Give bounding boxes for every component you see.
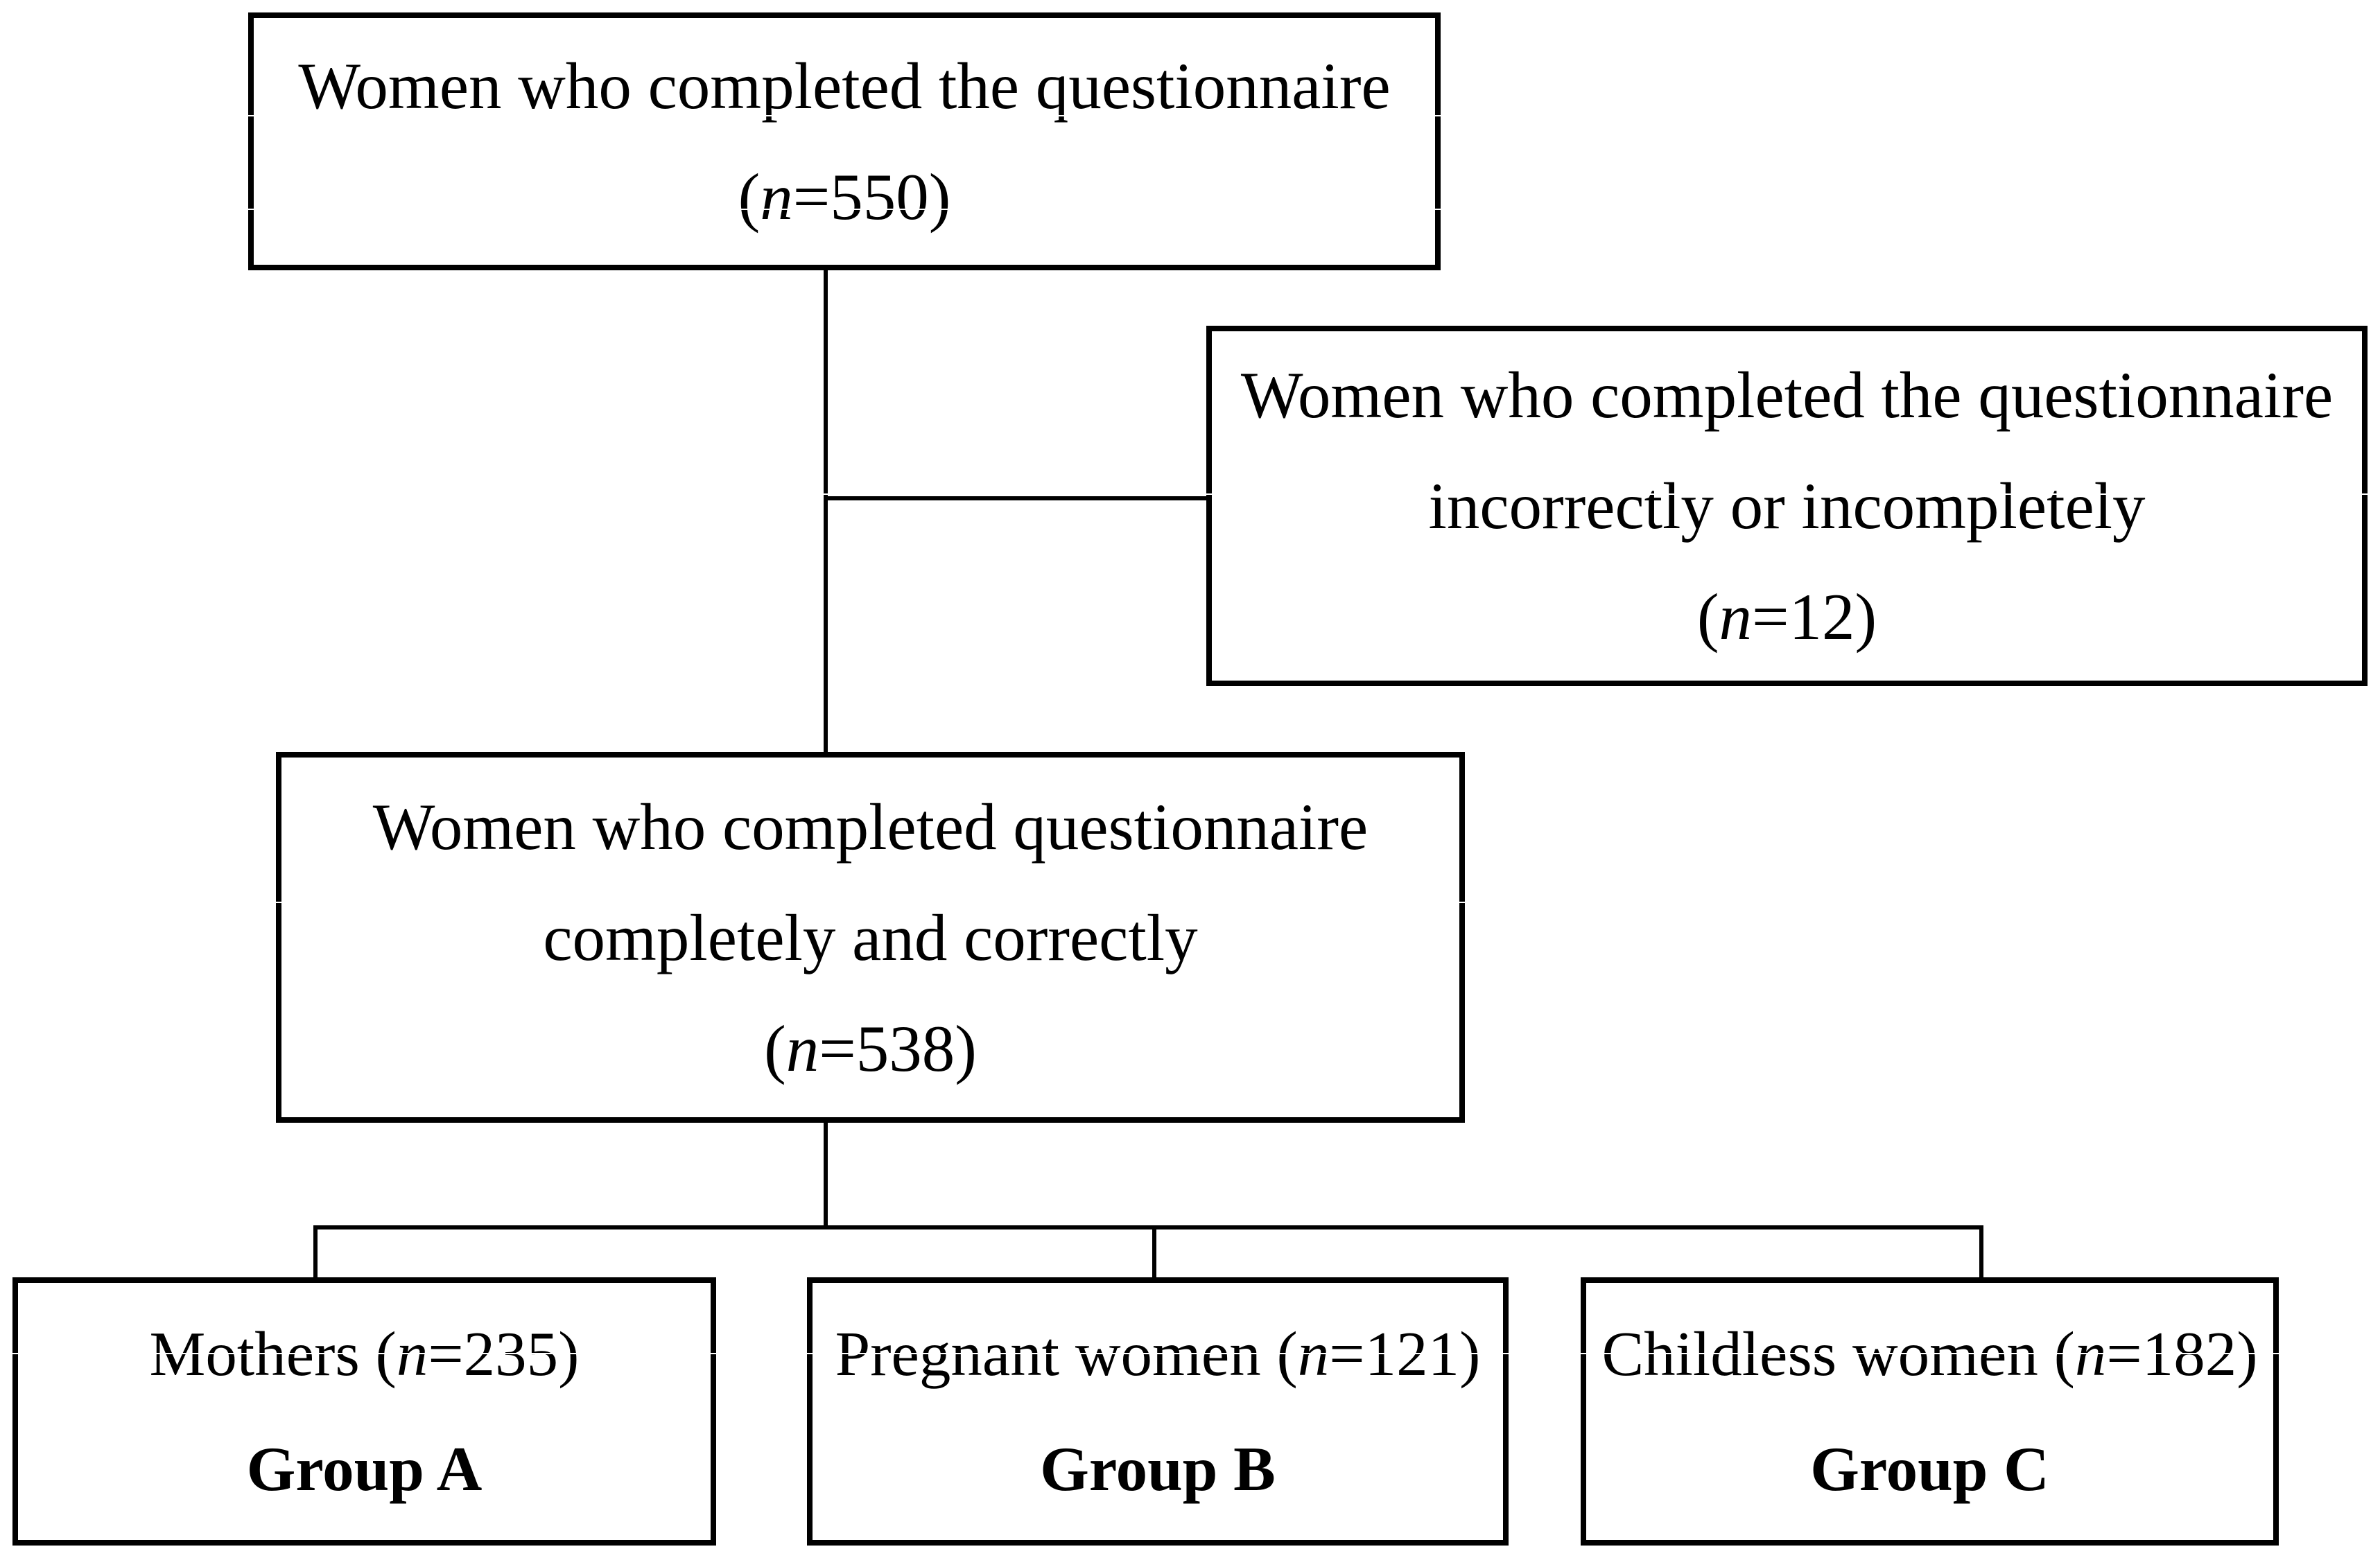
edge-drop-group-b	[1152, 1225, 1156, 1279]
node-valid-label-2: completely and correctly	[543, 900, 1198, 974]
node-group-b: Pregnant women (n=121) Group B	[807, 1277, 1509, 1546]
node-total-count: (n=550)	[738, 160, 951, 234]
node-excluded-label-2: incorrectly or incompletely	[1428, 469, 2146, 543]
scan-artifact-line	[0, 1353, 2380, 1354]
edge-drop-group-a	[313, 1225, 318, 1279]
node-group-a-name: Group A	[246, 1433, 483, 1504]
node-valid-count: (n=538)	[764, 1011, 977, 1085]
edge-drop-group-c	[1979, 1225, 1983, 1279]
node-excluded-label-1: Women who completed the questionnaire	[1240, 358, 2334, 432]
node-excluded-count: (n=12)	[1696, 580, 1877, 654]
scan-artifact-line	[0, 115, 2380, 116]
node-group-b-name: Group B	[1040, 1433, 1276, 1504]
node-total: Women who completed the questionnaire (n…	[248, 12, 1441, 270]
node-group-c-name: Group C	[1810, 1433, 2049, 1504]
scan-artifact-line	[0, 902, 2380, 903]
node-total-label: Women who completed the questionnaire	[298, 49, 1391, 123]
edge-branch-to-excluded	[824, 496, 1206, 500]
edge-valid-down	[824, 1121, 828, 1229]
node-valid-label-1: Women who completed questionnaire	[372, 789, 1369, 864]
edge-distribution	[313, 1225, 1983, 1229]
edge-total-to-valid	[824, 269, 828, 753]
node-group-c: Childless women (n=182) Group C	[1581, 1277, 2279, 1546]
scan-artifact-line	[0, 493, 2380, 495]
node-excluded: Women who completed the questionnaire in…	[1206, 326, 2368, 686]
node-group-a: Mothers (n=235) Group A	[12, 1277, 716, 1546]
scan-artifact-line	[0, 209, 2380, 210]
node-valid: Women who completed questionnaire comple…	[276, 752, 1465, 1123]
